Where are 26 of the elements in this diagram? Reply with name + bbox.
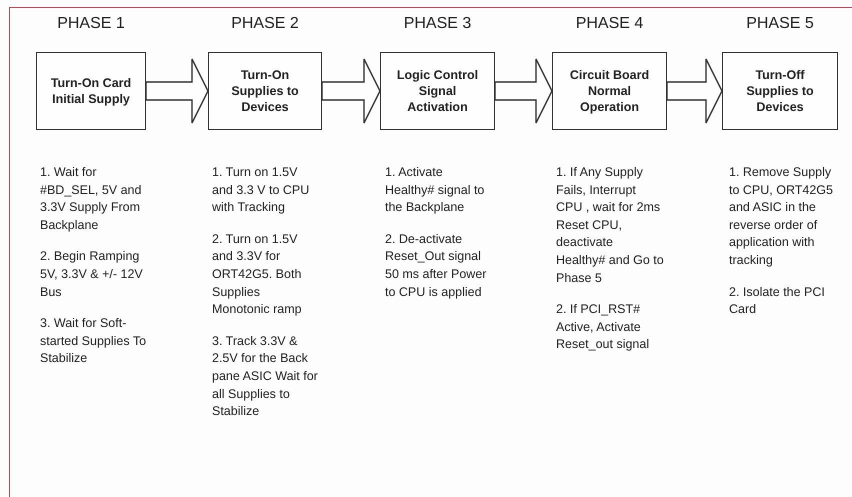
phase-heading: PHASE 2 — [230, 15, 300, 33]
phase-heading: PHASE 4 — [574, 15, 644, 33]
phase-heading: PHASE 3 — [402, 15, 472, 33]
block-arrow — [494, 58, 553, 124]
step-text: 2. If PCI_RST# Active, Activate Reset_out signal — [556, 301, 650, 354]
step-text: 1. Remove Supply to CPU, ORT42G5 and ASIC in the reverse order of application with tracking — [729, 164, 834, 269]
step-text: 2. Isolate the PCI Card — [729, 284, 826, 318]
box-label: Turn-Off Supplies to Devices — [745, 67, 815, 115]
step-text: 2. Turn on 1.5V and 3.3V for ORT42G5. Both Supplies Monotonic ramp — [212, 230, 303, 318]
phase-heading: PHASE 1 — [56, 15, 126, 33]
step-text: 1. Turn on 1.5V and 3.3 V to CPU with Tracking — [212, 164, 310, 216]
box-label: Circuit Board Normal Operation — [568, 67, 650, 115]
phase-heading: PHASE 5 — [745, 15, 815, 33]
step-text: 1. If Any Supply Fails, Interrupt CPU , wait for 2ms Reset CPU, deactivate Healthy# and Go to Phase 5 — [556, 164, 664, 287]
block-arrow — [321, 58, 381, 124]
box-label: Logic Control Signal Activation — [396, 67, 480, 115]
step-text: 3. Wait for Soft-started Supplies To Stabilize — [40, 315, 148, 368]
step-text: 3. Track 3.3V & 2.5V for the Back pane ASIC Wait for all Supplies to Stabilize — [212, 332, 319, 420]
block-arrow — [666, 58, 723, 124]
step-text: 1. Activate Healthy# signal to the Backplane — [385, 164, 486, 216]
step-text: 1. Wait for #BD_SEL, 5V and 3.3V Supply From Backplane — [40, 164, 142, 234]
step-text: 2. Begin Ramping 5V, 3.3V & +/- 12V Bus — [40, 248, 144, 301]
box-label: Turn-On Supplies to Devices — [230, 67, 300, 115]
step-text: 2. De-activate Reset_Out signal 50 ms after Power to CPU is applied — [385, 230, 488, 301]
block-arrow — [145, 58, 209, 124]
box-label: Turn-On Card Initial Supply — [50, 75, 132, 107]
